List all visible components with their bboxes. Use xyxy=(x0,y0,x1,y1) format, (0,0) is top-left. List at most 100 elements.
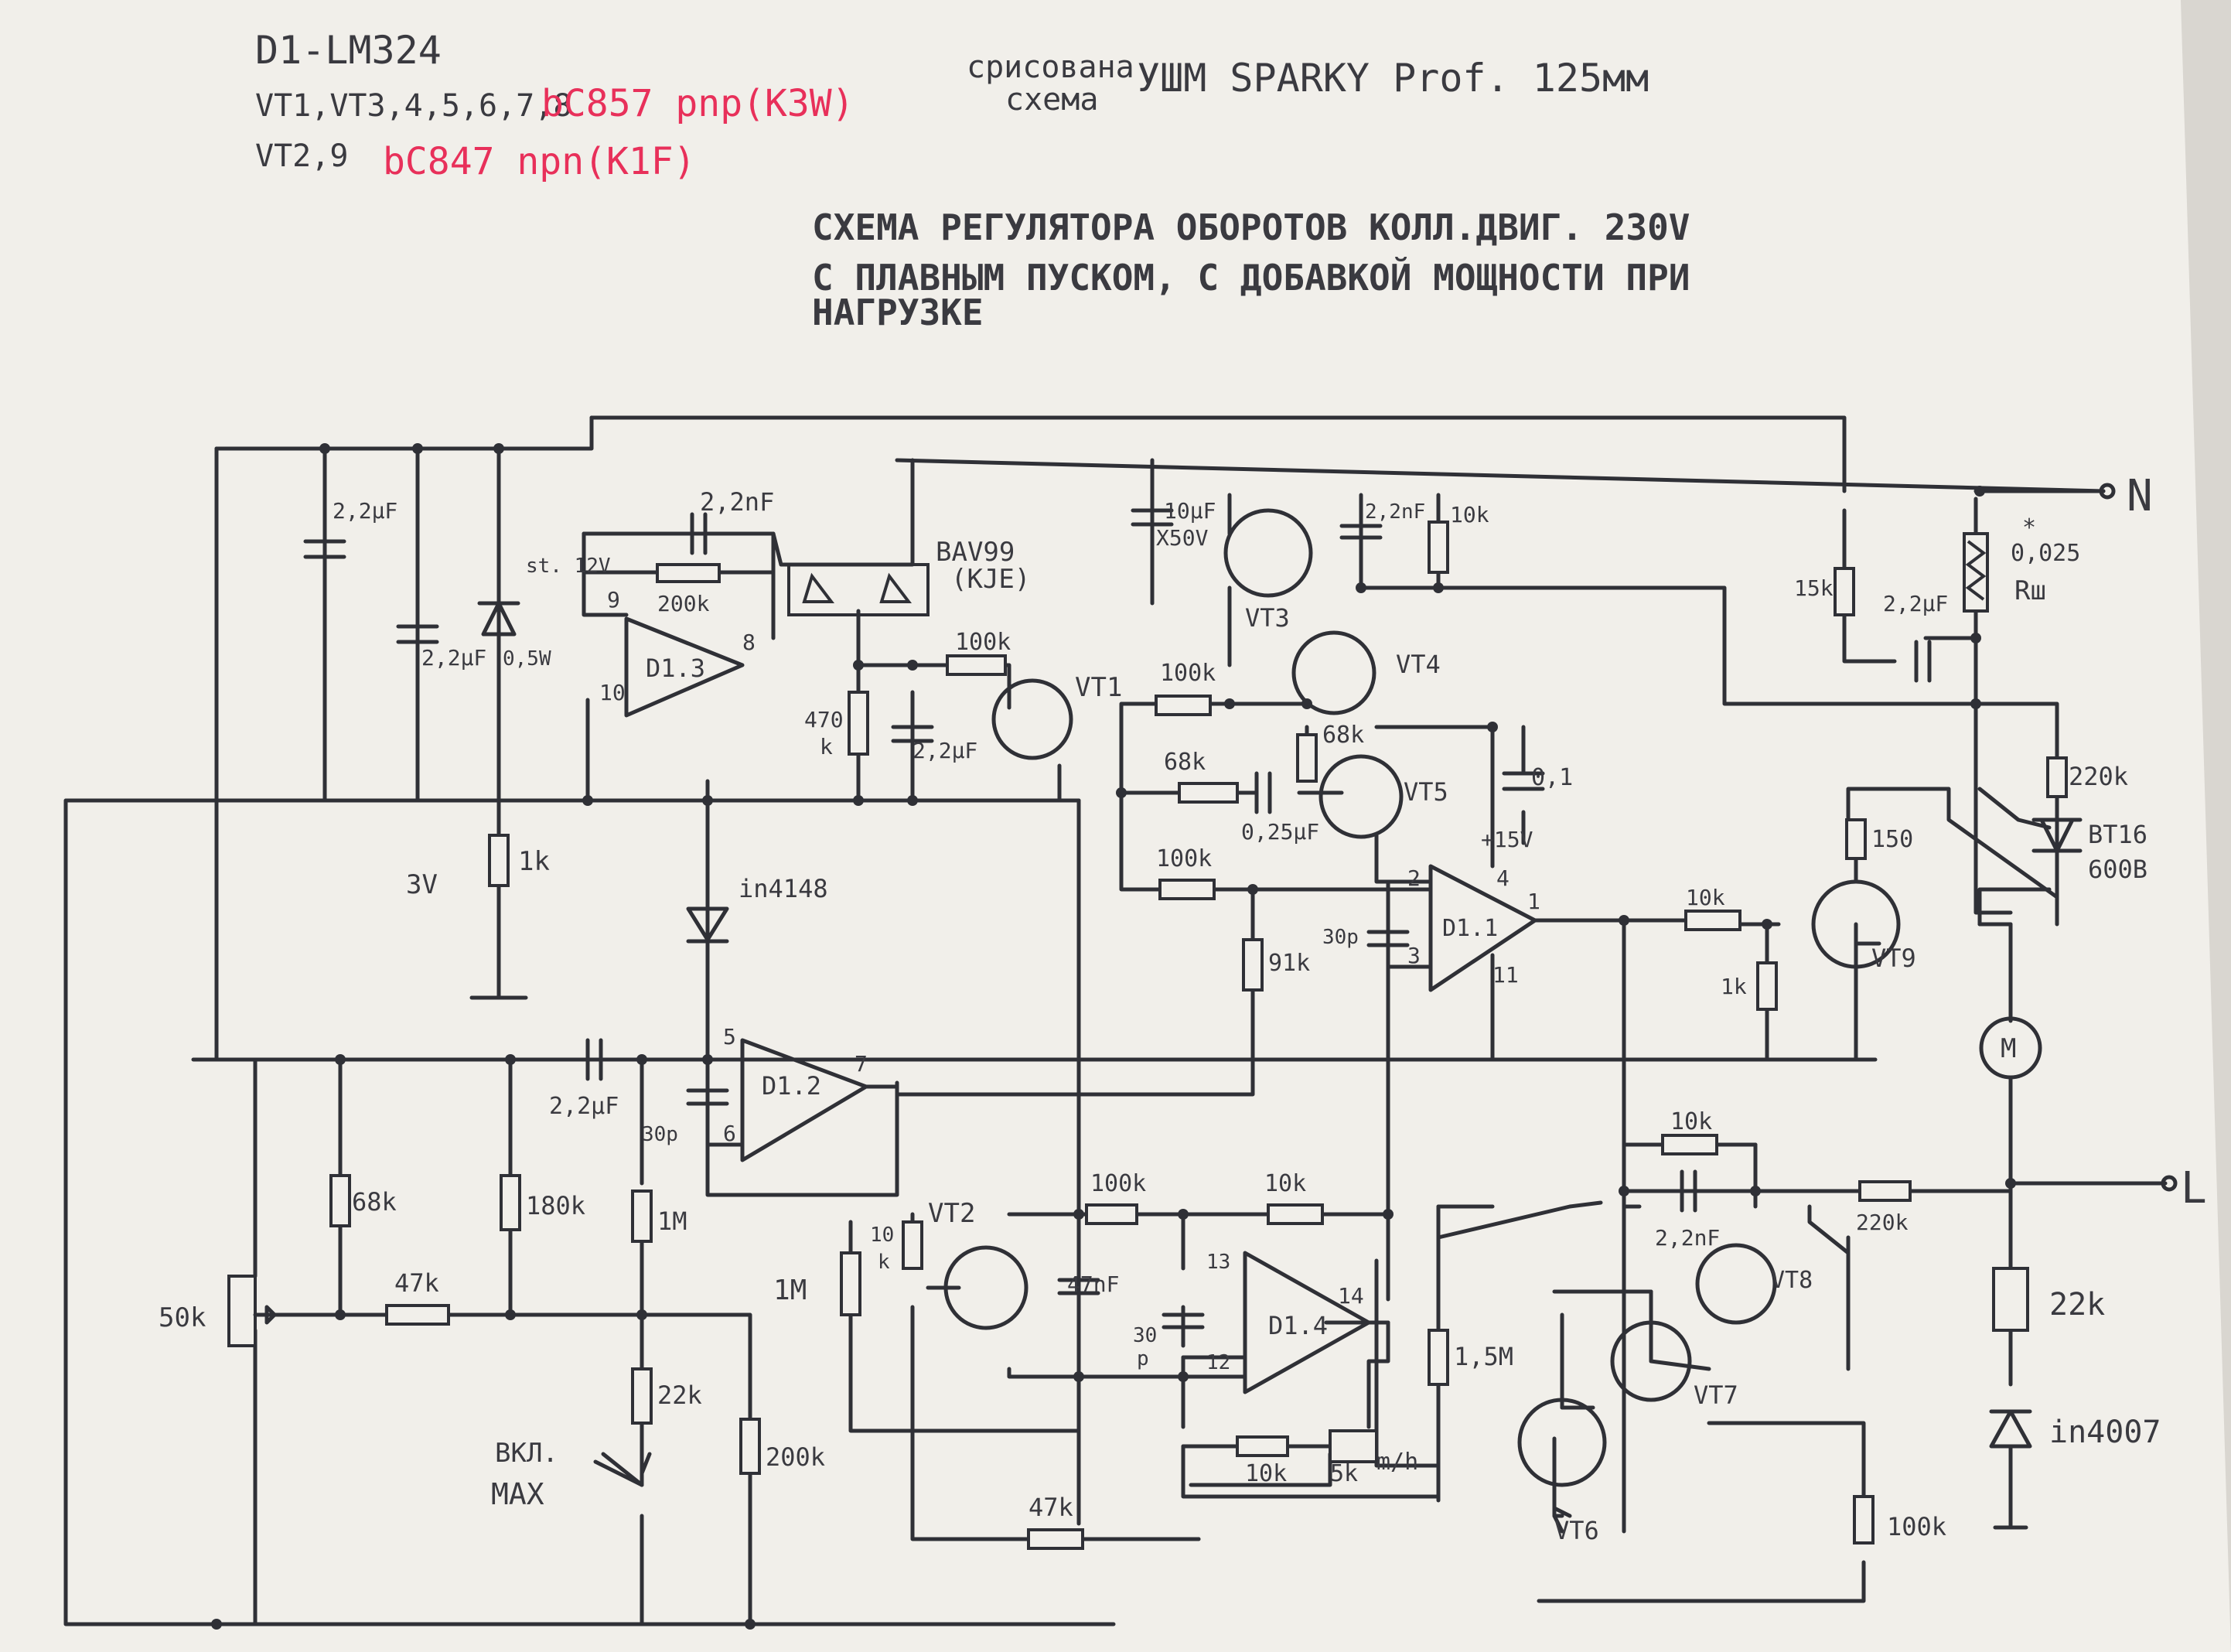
pin-8: 8 xyxy=(742,630,756,655)
vt2-label: VT2 xyxy=(928,1198,975,1229)
resistor-47k-bottom xyxy=(1027,1528,1084,1550)
resistor-91k xyxy=(1242,938,1264,992)
component-labels: N L D1.3 D1.2 D1.1 D1.4 9 8 10 5 7 6 2 4… xyxy=(159,471,2207,1545)
capacitor-c01 xyxy=(1502,771,1545,791)
title-line1: СХЕМА РЕГУЛЯТОРА ОБОРОТОВ КОЛЛ.ДВИГ. 230… xyxy=(812,206,1690,248)
resistor-10k-vt2 xyxy=(902,1220,923,1270)
vt4-label: VT4 xyxy=(1396,650,1441,679)
r-180k-label: 180k xyxy=(526,1191,585,1220)
bav99-label: BAV99 xyxy=(936,537,1015,568)
switch-max[interactable] xyxy=(593,1452,652,1487)
potentiometer-50k xyxy=(227,1275,277,1347)
trim-5k-label: 5k xyxy=(1330,1460,1358,1487)
r-68k-pot-label: 68k xyxy=(352,1187,397,1217)
c-shunt-label: 2,2μF xyxy=(1883,591,1948,616)
resistor-180k xyxy=(500,1174,521,1231)
capacitor-c22nf-d13 xyxy=(690,512,708,555)
r-200k-bottom-label: 200k xyxy=(766,1442,825,1472)
shunt-mark: * xyxy=(2022,514,2036,541)
capacitor-c1 xyxy=(303,539,346,559)
d11-label: D1.1 xyxy=(1442,915,1498,942)
triac-voltage: 600B xyxy=(2088,855,2147,884)
resistor-100k-vt1 xyxy=(946,654,1007,676)
title-line3: НАГРУЗКЕ xyxy=(812,292,984,333)
resistor-150 xyxy=(1845,818,1867,860)
motor xyxy=(1979,1016,2042,1080)
resistor-68k-b xyxy=(1178,782,1239,804)
resistor-220k-gate xyxy=(2046,756,2068,798)
pin-4: 4 xyxy=(1496,865,1510,891)
resistor-10k-vt8 xyxy=(1661,1134,1718,1155)
r-22k-sw-label: 22k xyxy=(657,1381,702,1410)
zener-power: 0,5W xyxy=(503,647,551,671)
terminal-n-label: N xyxy=(2127,471,2153,521)
transistor-vt3 xyxy=(1223,508,1313,598)
c-22nf-vt8-label: 2,2nF xyxy=(1655,1225,1720,1251)
transistor-vt6 xyxy=(1517,1398,1607,1487)
resistor-10k-d14 xyxy=(1267,1203,1324,1225)
voltage-3v: 3V xyxy=(406,869,438,900)
diode-in4148-label: in4148 xyxy=(739,874,828,903)
r-10k-bottom-label: 10k xyxy=(1245,1460,1287,1487)
pot-50k-label: 50k xyxy=(159,1302,206,1333)
vt5-label: VT5 xyxy=(1404,777,1448,807)
diode-in4007 xyxy=(1989,1409,2032,1449)
resistor-100k-vt7 xyxy=(1853,1495,1875,1544)
d13-label: D1.3 xyxy=(646,654,705,683)
resistor-68k-pot xyxy=(329,1174,351,1227)
resistor-1k-vt9 xyxy=(1756,961,1778,1011)
shunt-name: Rш xyxy=(2014,575,2046,606)
d12-label: D1.2 xyxy=(762,1071,821,1101)
r-200k-fb-label: 200k xyxy=(657,591,710,616)
resistor-10k-vt3 xyxy=(1428,521,1449,574)
r-100k-vt4-label: 100k xyxy=(1160,660,1216,687)
r-100k-d11-label: 100k xyxy=(1156,845,1212,872)
switch-label2: MAX xyxy=(491,1477,544,1511)
vt6-label: VT6 xyxy=(1554,1516,1599,1545)
resistor-100k-d14 xyxy=(1085,1203,1138,1225)
c-025-label: 0,25μF xyxy=(1241,819,1319,845)
transistor-vt1 xyxy=(991,678,1073,760)
pin-10: 10 xyxy=(599,680,626,705)
r-22k-line-label: 22k xyxy=(2049,1287,2105,1323)
opamp-d11 xyxy=(1428,864,1537,992)
switch-label1: ВКЛ. xyxy=(495,1438,558,1469)
r-100k-d14-label: 100k xyxy=(1090,1170,1146,1197)
shunt-label: 0,025 xyxy=(2011,540,2080,567)
pin-13: 13 xyxy=(1206,1251,1230,1274)
pin-12: 12 xyxy=(1206,1351,1230,1374)
r-220k-gate-label: 220k xyxy=(2069,762,2128,791)
resistor-220k-line xyxy=(1858,1180,1912,1202)
vt3-label: VT3 xyxy=(1245,603,1290,633)
r-100k-vt7-label: 100k xyxy=(1887,1512,1946,1541)
c-10uf-label: 10μF xyxy=(1164,498,1216,524)
r-1m-label: 1M xyxy=(657,1207,687,1236)
transistor-vt2 xyxy=(943,1245,1029,1330)
transistor-vt9 xyxy=(1811,879,1901,969)
bav99-code: (KJE) xyxy=(951,564,1030,595)
zener-diode xyxy=(477,601,520,637)
r-470-unit: k xyxy=(820,734,833,759)
c2-label: 2,2μF xyxy=(421,645,486,671)
resistor-15k xyxy=(1834,567,1855,616)
triac-bt16 xyxy=(2031,817,2083,853)
resistor-200k-bottom xyxy=(739,1418,761,1475)
c-fb-label: 2,2nF xyxy=(700,487,774,517)
diode-in4148 xyxy=(686,906,729,944)
c-47nf-label: 47nF xyxy=(1067,1271,1119,1297)
d14-label: D1.4 xyxy=(1268,1311,1328,1340)
capacitor-c10uf xyxy=(1131,458,1174,527)
opamp-d13 xyxy=(624,616,745,718)
trim-5k-note: m/h xyxy=(1376,1449,1418,1476)
capacitor-c22nf-vt8 xyxy=(1680,1169,1697,1213)
c-30-d14-unit: p xyxy=(1137,1347,1149,1370)
diode-bav99 xyxy=(787,563,930,616)
vt9-label: VT9 xyxy=(1871,944,1916,973)
r-15k-label: 15k xyxy=(1794,575,1834,601)
r-10-vt2-unit: k xyxy=(878,1251,890,1274)
transistor-vt5 xyxy=(1318,754,1404,839)
r-1m-vt2-label: 1M xyxy=(773,1275,807,1306)
c-30-d14-label: 30 xyxy=(1133,1324,1157,1347)
